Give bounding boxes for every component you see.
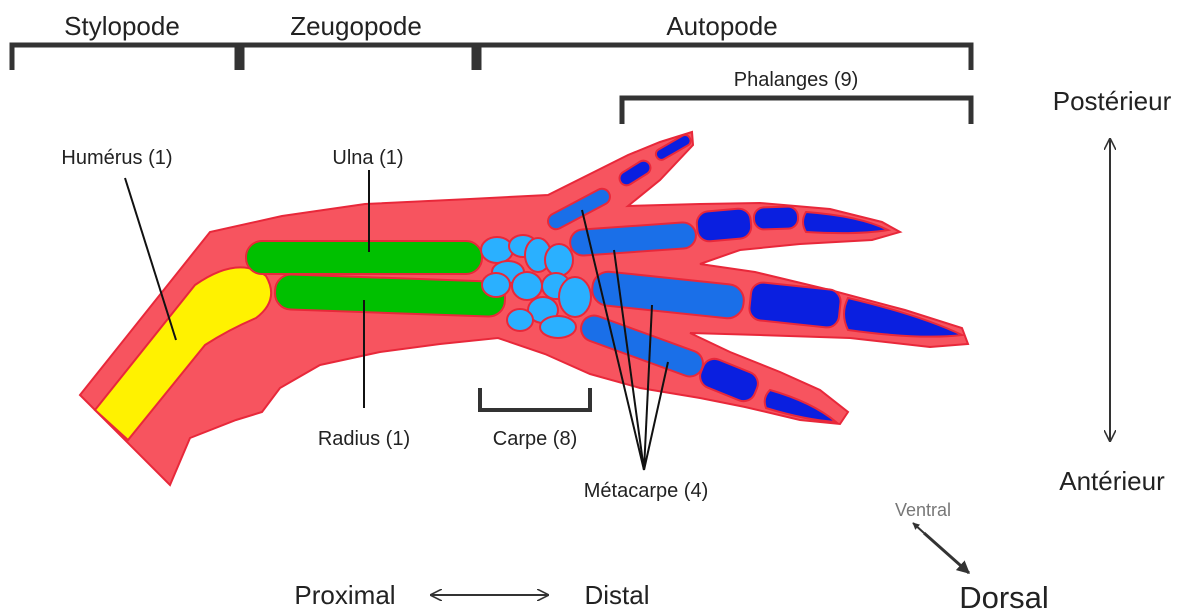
autopode-label: Autopode (666, 11, 777, 41)
stylopode-label: Stylopode (64, 11, 180, 41)
carpal-bone (545, 244, 573, 276)
phalanges-label: Phalanges (9) (734, 69, 859, 91)
phalanx-bone (844, 298, 962, 337)
phalanx-bone (754, 206, 799, 230)
humerus-label: Humérus (1) (61, 147, 172, 169)
ulna-label: Ulna (1) (332, 147, 403, 169)
carpal-bone (482, 273, 510, 297)
zeugopode-label: Zeugopode (290, 11, 422, 41)
distal-label: Distal (584, 580, 649, 610)
proximal-label: Proximal (294, 580, 395, 610)
ulna-bone (246, 241, 482, 274)
carpe-bracket (480, 388, 590, 410)
dorsal-arrow (924, 533, 969, 573)
carpal-bone (512, 272, 542, 300)
phalanx-bone (696, 208, 752, 243)
anterieur-label: Antérieur (1059, 466, 1165, 496)
carpal-bone (507, 309, 533, 331)
metacarpe-label: Métacarpe (4) (584, 480, 709, 502)
ventral-arrow (913, 523, 924, 533)
posterieur-label: Postérieur (1053, 86, 1172, 116)
phalanges-bracket (622, 98, 971, 124)
phalanx-bone (748, 281, 841, 328)
zeugopode-bracket (242, 45, 474, 70)
autopode-bracket (479, 45, 971, 70)
carpal-bone (540, 316, 576, 338)
carpal-bone (481, 237, 513, 263)
stylopode-bracket (12, 45, 237, 70)
radius-bone (274, 274, 505, 317)
radius-label: Radius (1) (318, 428, 410, 450)
ventral-label: Ventral (895, 500, 951, 520)
carpal-bone (559, 277, 591, 317)
carpe-label: Carpe (8) (493, 428, 577, 450)
dorsal-label: Dorsal (959, 580, 1049, 615)
